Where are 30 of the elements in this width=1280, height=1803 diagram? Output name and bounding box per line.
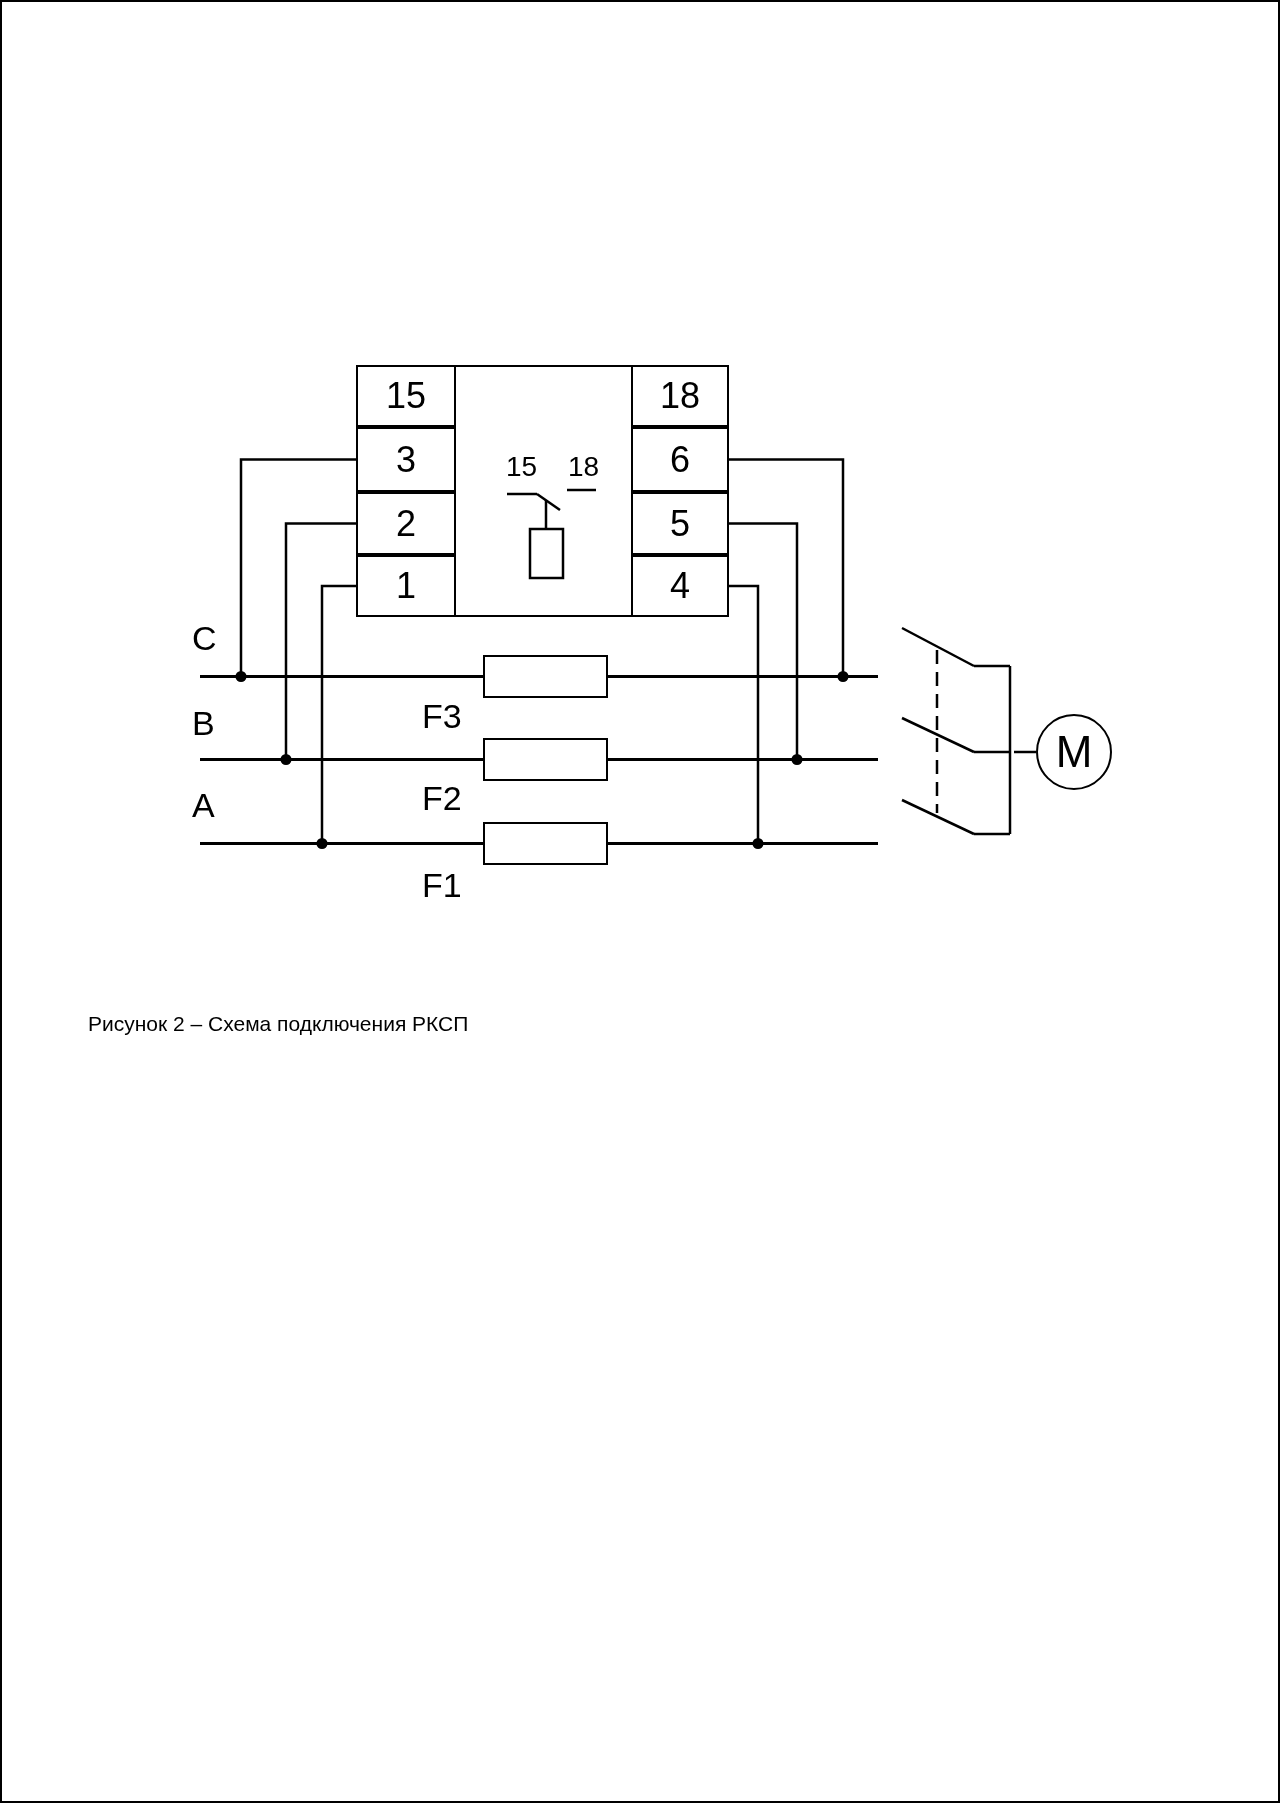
fuse-label: F2 xyxy=(422,780,462,816)
terminal-cell: 4 xyxy=(631,555,729,617)
terminal-cell: 5 xyxy=(631,492,729,555)
wire xyxy=(280,522,356,765)
fuse-symbol xyxy=(483,822,608,865)
terminal-cell: 1 xyxy=(356,555,456,617)
motor-symbol: M xyxy=(1036,714,1112,790)
wire xyxy=(1014,750,1036,754)
phase-label: B xyxy=(192,705,215,741)
terminal-cell: 15 xyxy=(356,365,456,427)
fuse-label: F3 xyxy=(422,698,462,734)
contact-terminal-number: 18 xyxy=(568,452,600,482)
wire xyxy=(729,458,849,682)
fuse-symbol xyxy=(483,738,608,781)
phase-label: C xyxy=(192,620,217,656)
wire xyxy=(729,522,803,765)
wire xyxy=(316,584,356,849)
device-housing xyxy=(356,365,729,617)
fuse-label: F1 xyxy=(422,867,462,903)
figure-caption: Рисунок 2 – Схема подключения РКСП xyxy=(88,1012,469,1036)
fuse-symbol xyxy=(483,655,608,698)
terminal-cell: 2 xyxy=(356,492,456,555)
terminal-cell: 6 xyxy=(631,427,729,492)
terminal-cell: 18 xyxy=(631,365,729,427)
wire xyxy=(235,458,356,682)
terminal-cell: 3 xyxy=(356,427,456,492)
contact-terminal-number: 15 xyxy=(506,452,538,482)
phase-label: A xyxy=(192,787,215,823)
three-pole-switch-drawing xyxy=(902,626,1014,836)
wire xyxy=(729,584,764,849)
